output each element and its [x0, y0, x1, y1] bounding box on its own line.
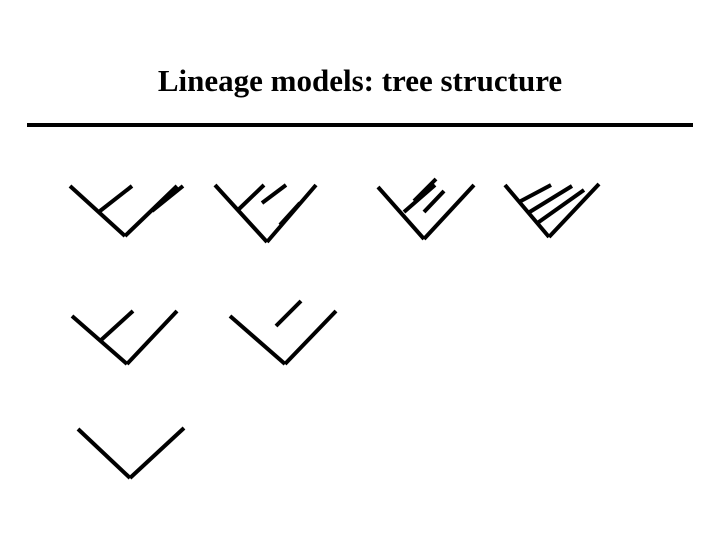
tree-branch — [228, 314, 287, 366]
tree-4tip-balanced — [68, 184, 185, 238]
tree-branch — [125, 309, 179, 366]
tree-branch — [547, 182, 601, 239]
tree-branch — [76, 427, 132, 480]
tree-branch — [503, 183, 551, 239]
tree-branch — [376, 185, 426, 241]
tree-branch — [278, 201, 302, 227]
tree-branch — [123, 184, 179, 238]
tree-branch — [534, 188, 586, 226]
tree-4tip-ladder-left — [213, 183, 318, 244]
tree-4tip-caterpillar — [503, 182, 601, 239]
tree-branch — [422, 189, 446, 214]
tree-branch — [283, 309, 338, 366]
tree-row-four-tip-trees — [68, 177, 601, 244]
tree-branch — [526, 184, 574, 215]
tree-branch — [402, 183, 437, 214]
tree-branch — [518, 183, 552, 204]
tree-3tip-left-nested — [70, 309, 179, 366]
tree-branch — [422, 183, 476, 241]
tree-branch — [412, 177, 438, 203]
tree-row-two-tip-tree — [76, 426, 186, 480]
tree-branch — [128, 426, 186, 480]
tree-branch — [98, 184, 134, 213]
tree-branch — [68, 184, 127, 238]
tree-3tip-right-nested — [228, 299, 338, 366]
page-title: Lineage models: tree structure — [157, 63, 563, 98]
tree-branch — [274, 299, 303, 328]
tree-branch — [236, 183, 266, 212]
tree-branch — [213, 183, 269, 244]
title-divider — [27, 123, 693, 127]
tree-row-three-tip-trees — [70, 299, 338, 366]
tree-branch — [260, 183, 288, 205]
tree-4tip-ladder-right — [376, 177, 476, 241]
tree-branch — [150, 184, 185, 213]
tree-segments-group — [68, 177, 601, 480]
tree-branch — [98, 309, 135, 343]
tree-2tip-cherry — [76, 426, 186, 480]
